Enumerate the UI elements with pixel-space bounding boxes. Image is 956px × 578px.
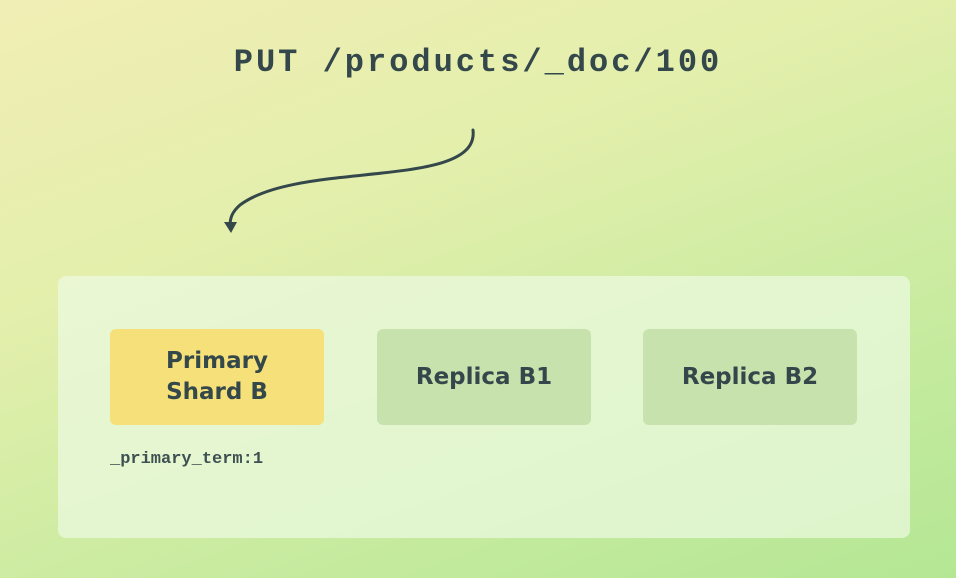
replica-b1: Replica B1 [377, 329, 591, 425]
replica-b2-label: Replica B2 [681, 363, 819, 390]
primary-shard-label-line1: Primary [166, 348, 268, 374]
arrow-head [224, 222, 237, 233]
request-title: PUT /products/_doc/100 [233, 44, 723, 81]
arrow-curve [228, 128, 475, 228]
primary-shard-b: Primary Shard B [110, 329, 324, 425]
primary-term-label: _primary_term:1 [110, 450, 264, 469]
primary-shard-label-line2: Shard B [166, 379, 268, 405]
cluster-panel: Primary Shard B Replica B1 Replica B2 _p… [58, 276, 910, 538]
replica-b1-label: Replica B1 [415, 363, 553, 390]
replica-b2: Replica B2 [643, 329, 857, 425]
